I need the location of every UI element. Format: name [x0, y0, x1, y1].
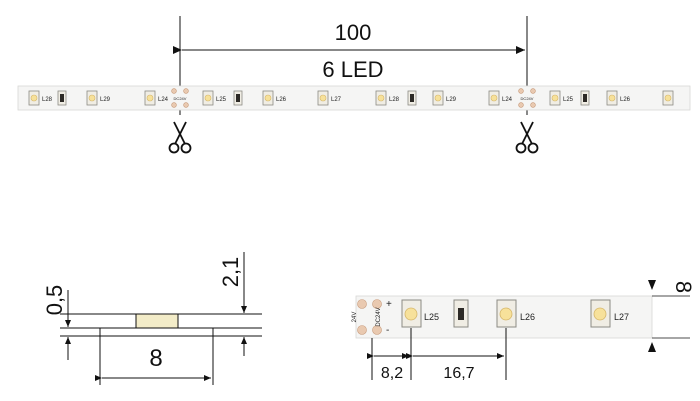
- detail-pad: [357, 325, 367, 335]
- dim-height-text: 2,1: [218, 257, 243, 288]
- top-connector-label: DC24V: [521, 96, 534, 101]
- top-resistor-body: [583, 94, 587, 102]
- profile-section: 0,5 2,1 8: [42, 252, 262, 385]
- top-pad: [171, 88, 177, 94]
- top-led-label: L26: [620, 97, 631, 103]
- top-resistor-body: [410, 94, 414, 102]
- top-led-label: L28: [389, 97, 400, 103]
- top-led-emitter: [434, 94, 442, 102]
- top-led-emitter: [664, 94, 672, 102]
- detail-led-emitter: [593, 307, 607, 321]
- detail-led-emitter: [499, 307, 513, 321]
- top-led-group: L28 L29 L24 L25 L26 L27 L28 L29 L24 L25 L26 DC24V DC…: [28, 88, 674, 108]
- detail-minus-text: -: [386, 325, 389, 336]
- detail-led-label: L26: [520, 312, 535, 322]
- top-led-emitter: [30, 94, 38, 102]
- top-led-label: L29: [446, 97, 457, 103]
- top-led-emitter: [377, 94, 385, 102]
- led-strip-body: [17, 85, 691, 111]
- detail-led-label: L27: [614, 312, 629, 322]
- top-pad: [183, 88, 189, 94]
- top-pad: [183, 102, 189, 108]
- top-led-emitter: [490, 94, 498, 102]
- dimension-length-text: 100: [335, 20, 372, 45]
- top-led-label: L25: [216, 97, 227, 103]
- top-pad: [530, 102, 536, 108]
- top-pad: [518, 88, 524, 94]
- top-pad: [171, 102, 177, 108]
- profile-led-chip: [135, 313, 179, 329]
- top-led-label: L24: [502, 97, 513, 103]
- top-led-emitter: [551, 94, 559, 102]
- detail-resistor-body: [458, 308, 464, 320]
- top-led-label: L24: [158, 97, 169, 103]
- top-led-emitter: [264, 94, 272, 102]
- detail-connector-left-text: 24V: [352, 312, 358, 323]
- detail-plus-text: +: [386, 299, 392, 310]
- top-led-emitter: [319, 94, 327, 102]
- detail-led-label: L25: [424, 312, 439, 322]
- scissors-icon: [515, 121, 539, 154]
- top-pad: [518, 102, 524, 108]
- detail-connector-right-text: DC24V: [376, 307, 382, 326]
- strip-width-arrow-top: [648, 280, 656, 290]
- top-connector-label: DC24V: [174, 96, 187, 101]
- detail-led-emitter: [404, 307, 418, 321]
- detail-pad: [372, 325, 382, 335]
- scissors-icon: [168, 121, 192, 154]
- strip-width-text: 8: [671, 281, 696, 293]
- detail-pad: [372, 299, 382, 309]
- dimension-led-count-text: 6 LED: [322, 57, 383, 82]
- top-pad: [530, 88, 536, 94]
- dim-pitch-first-text: 8,2: [381, 365, 403, 382]
- profile-base: [99, 327, 214, 337]
- top-resistor-body: [60, 94, 64, 102]
- strip-width-arrow-bottom: [648, 342, 656, 352]
- dim-width-text: 8: [149, 345, 162, 372]
- top-led-label: L25: [563, 97, 574, 103]
- top-led-label: L27: [331, 97, 342, 103]
- detail-pad: [357, 299, 367, 309]
- top-led-label: L28: [42, 97, 53, 103]
- top-strip-section: 100 6 LED L28 L29 L24 L25 L26 L27 L28 L29 L24 L25…: [17, 16, 691, 154]
- top-led-emitter: [88, 94, 96, 102]
- dim-pitch-led-text: 16,7: [443, 365, 474, 382]
- top-led-label: L29: [100, 97, 111, 103]
- top-led-label: L26: [276, 97, 287, 103]
- top-led-emitter: [146, 94, 154, 102]
- top-resistor-body: [236, 94, 240, 102]
- top-led-emitter: [204, 94, 212, 102]
- detail-section: 24V + DC24V - L25 L26 L27 8,2 16,7 8: [352, 280, 696, 382]
- top-led-emitter: [608, 94, 616, 102]
- dim-thickness-text: 0,5: [42, 285, 67, 316]
